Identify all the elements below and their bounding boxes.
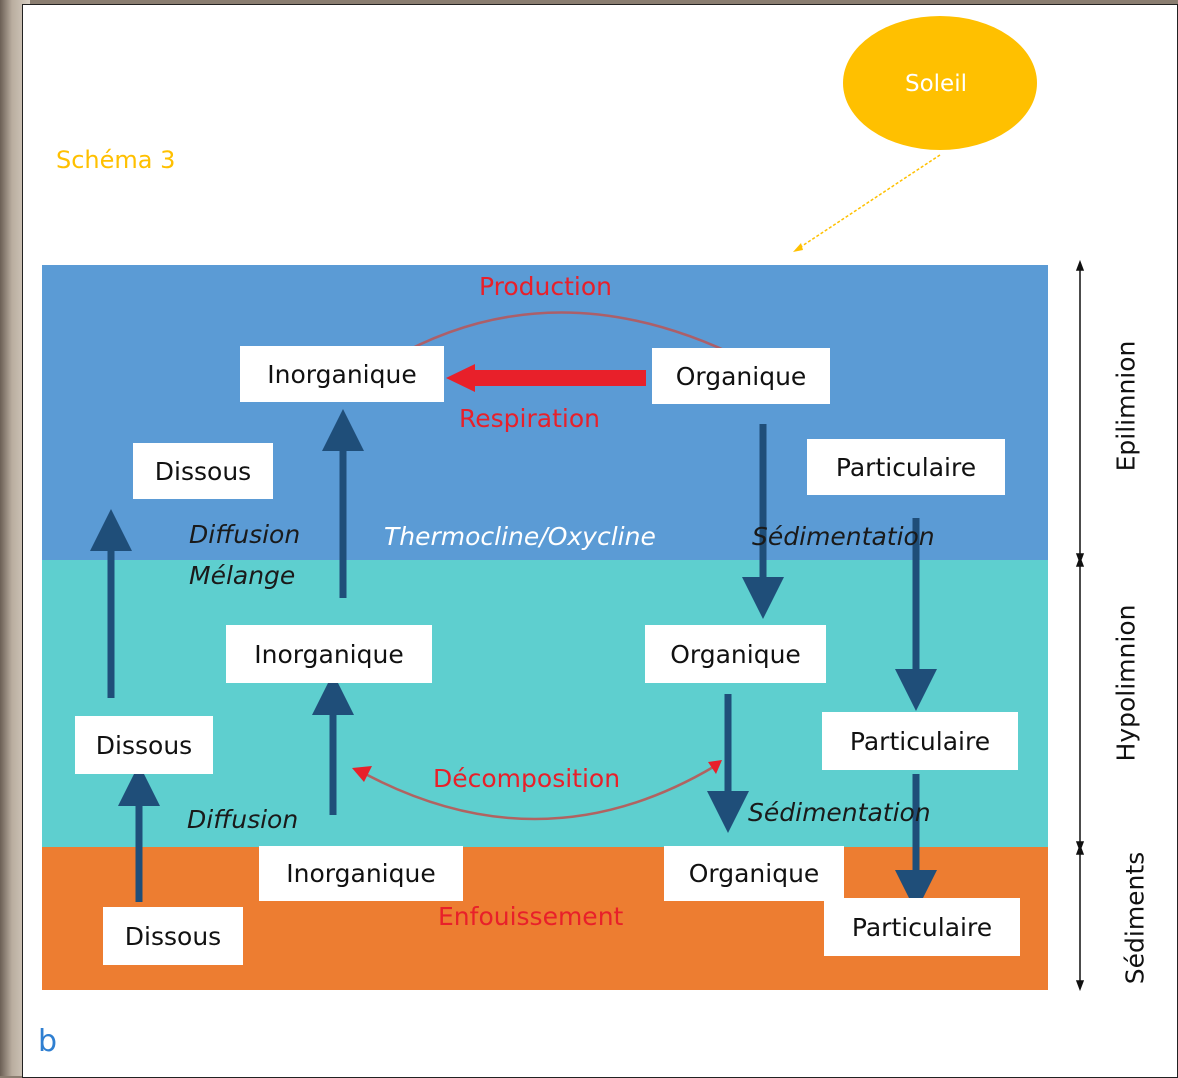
thermocline-label: Thermocline/Oxycline <box>384 522 656 551</box>
hypo-particulaire-box: Particulaire <box>822 712 1018 770</box>
hypolimnion-layer <box>42 560 1048 847</box>
sedimentation-top-label: Sédimentation <box>752 522 935 551</box>
epi-organique-box: Organique <box>652 348 830 404</box>
sed-inorganique-box: Inorganique <box>259 846 463 901</box>
epilimnion-layer <box>42 265 1048 560</box>
epilimnion-label: Epilimnion <box>1111 340 1141 472</box>
respiration-arrowhead <box>446 364 475 392</box>
sun-label: Soleil <box>905 71 967 97</box>
epi-dissous-box: Dissous <box>133 443 273 499</box>
scale-sed-bottom-tick <box>1075 980 1085 992</box>
decomposition-arrowhead <box>352 766 372 782</box>
melange-label: Mélange <box>189 561 296 590</box>
sedimentation-bottom-label: Sédimentation <box>748 798 931 827</box>
production-arc <box>389 311 746 362</box>
sunlight-ray-head <box>793 243 803 252</box>
diffusion-bottom-label: Diffusion <box>187 805 299 834</box>
sediments-label: Sédiments <box>1120 851 1150 985</box>
respiration-label: Respiration <box>459 404 600 433</box>
epi-inorganique-box: Inorganique <box>240 346 444 402</box>
hypo-organique-box: Organique <box>645 625 826 683</box>
decomposition-arc <box>357 764 716 821</box>
production-label: Production <box>479 272 613 301</box>
respiration-arrow-shaft <box>470 370 646 386</box>
diffusion-top-label: Diffusion <box>189 520 301 549</box>
scale-hypo-top-tick <box>1075 555 1085 567</box>
figure-letter: b <box>38 1024 58 1059</box>
enfouissement-label: Enfouissement <box>438 902 624 931</box>
scale-epi-top-tick <box>1075 259 1085 271</box>
epi-particulaire-box: Particulaire <box>807 439 1005 495</box>
hypo-dissous-box: Dissous <box>75 716 213 774</box>
scale-sed-top-tick <box>1075 843 1085 855</box>
sed-dissous-box: Dissous <box>103 907 243 965</box>
sed-organique-box: Organique <box>664 846 844 901</box>
hypolimnion-label: Hypolimnion <box>1111 604 1141 762</box>
sun-shape <box>843 16 1037 150</box>
schema-title: Schéma 3 <box>56 146 176 174</box>
hypo-inorganique-box: Inorganique <box>226 625 432 683</box>
sed-particulaire-box: Particulaire <box>824 898 1020 956</box>
sunlight-ray <box>795 154 941 251</box>
decomposition-label: Décomposition <box>433 764 621 793</box>
decomposition-start <box>708 760 722 774</box>
